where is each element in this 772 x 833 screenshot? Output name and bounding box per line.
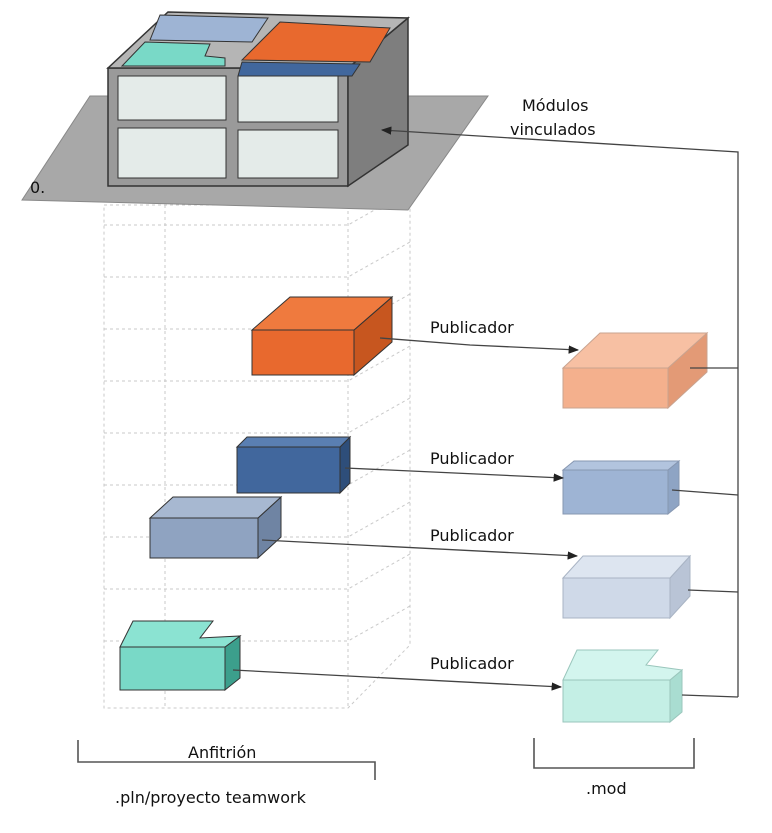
roof-orange-module <box>240 21 391 63</box>
mod-file-light-blue <box>561 554 692 620</box>
floor-gridline <box>104 553 411 590</box>
host-building-wireframe <box>103 169 411 709</box>
publisher-label-1: Publicador <box>430 318 514 337</box>
host-module-orange <box>250 295 394 377</box>
mod-file-blue <box>561 459 681 516</box>
floor-gridline <box>104 397 411 434</box>
publisher-label-4: Publicador <box>430 654 514 673</box>
floor-gridline <box>104 241 411 278</box>
host-module-teal <box>119 620 242 692</box>
host-bracket <box>77 740 376 780</box>
linked-modules-return-line <box>380 126 739 698</box>
publisher-label-2: Publicador <box>430 449 514 468</box>
host-module-blue-gray <box>148 495 283 560</box>
host-module-dark-blue <box>235 435 352 495</box>
mod-bracket <box>533 738 695 769</box>
linked-modules-label-line2: vinculados <box>510 120 596 139</box>
mod-file-teal <box>562 649 684 724</box>
publisher-label-3: Publicador <box>430 526 514 545</box>
roof-blue-gray-module <box>149 14 269 43</box>
linked-modules-label-line1: Módulos <box>522 96 588 115</box>
host-file-label: .pln/proyecto teamwork <box>115 788 307 807</box>
host-label: Anfitrión <box>188 743 256 762</box>
floor-marker: 0. <box>30 178 45 197</box>
assembled-building: 0. <box>21 11 489 211</box>
mod-file-orange <box>561 331 709 410</box>
roof-dark-blue-module <box>237 61 361 77</box>
roof-teal-module <box>120 41 226 67</box>
mod-file-label: .mod <box>586 779 627 798</box>
publisher-connectors <box>232 337 580 691</box>
